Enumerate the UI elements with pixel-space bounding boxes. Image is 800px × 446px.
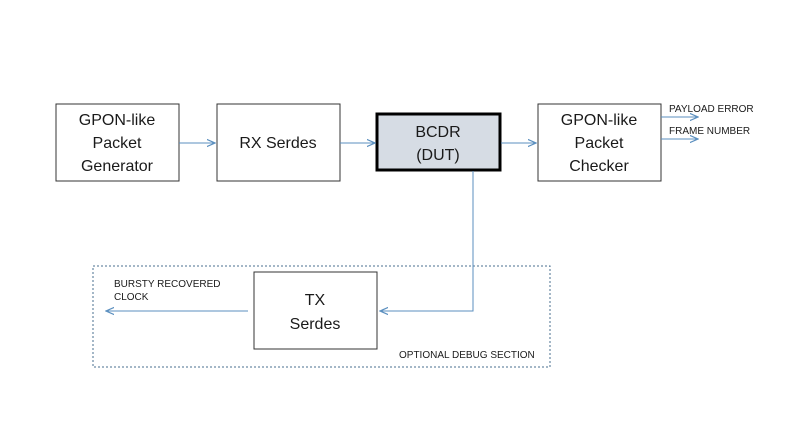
rx-serdes-block: RX Serdes — [216, 103, 341, 182]
packet-checker-block: GPON-like Packet Checker — [537, 103, 662, 182]
bcdr-dut-block: BCDR (DUT) — [375, 112, 502, 172]
dut-label: (DUT) — [416, 147, 460, 164]
rx-serdes-label: RX Serdes — [239, 135, 316, 152]
arrow-bcdr-to-tx-serdes — [380, 171, 474, 311]
recovered-clock-label-line-2: CLOCK — [114, 292, 149, 303]
payload-error-label: PAYLOAD ERROR — [669, 104, 754, 115]
serdes-label: Serdes — [290, 316, 341, 333]
packet-generator-block: GPON-like Packet Generator — [55, 103, 180, 182]
packet-checker-label-line-3: Checker — [569, 158, 629, 175]
tx-label: TX — [305, 292, 326, 309]
frame-number-label: FRAME NUMBER — [669, 126, 750, 137]
optional-debug-section-label: OPTIONAL DEBUG SECTION — [399, 350, 535, 361]
optional-debug-section-frame — [92, 265, 551, 368]
packet-generator-label-line-2: Packet — [93, 135, 142, 152]
packet-checker-label-line-1: GPON-like — [561, 112, 638, 129]
packet-generator-label-line-1: GPON-like — [79, 112, 156, 129]
bcdr-label: BCDR — [415, 124, 460, 141]
packet-generator-label-line-3: Generator — [81, 158, 154, 175]
tx-serdes-block: TX Serdes — [253, 271, 378, 350]
packet-checker-label-line-2: Packet — [575, 135, 624, 152]
recovered-clock-label-line-1: BURSTY RECOVERED — [114, 279, 221, 290]
